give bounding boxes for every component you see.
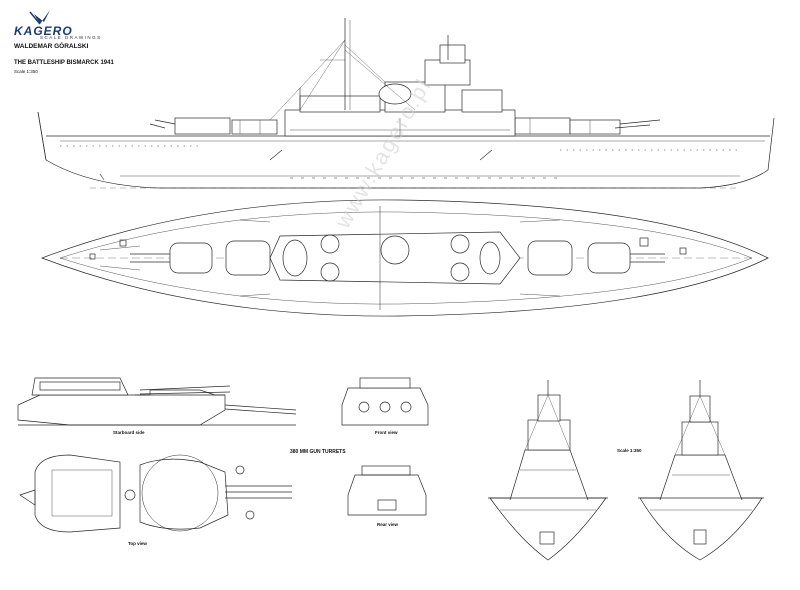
section-scale-label: Scale 1:350: [617, 448, 642, 453]
bow-front-view: [488, 380, 608, 561]
side-profile-view: [37, 18, 775, 189]
gun-turrets-title: 380 MM GUN TURRETS: [290, 449, 346, 455]
front-view-label: Front view: [375, 430, 398, 435]
starboard-side-label: Starboard side: [113, 430, 145, 435]
turret-starboard-side: [17, 377, 297, 426]
kagero-logo-icon: [29, 10, 50, 25]
turret-rear-view: [347, 465, 427, 516]
brand-name: KAGERO: [14, 24, 73, 38]
drawing-title: THE BATTLESHIP BISMARCK 1941: [14, 60, 114, 66]
top-view-label: Top view: [128, 541, 147, 546]
turret-top-view: [19, 454, 292, 533]
brand-tagline: SCALE DRAWINGS: [40, 35, 102, 40]
top-plan-view: [41, 199, 769, 317]
rear-view-label: Rear view: [377, 522, 399, 527]
main-scale-label: Scale 1:350: [14, 69, 38, 74]
author-name: WALDEMAR GÓRALSKI: [14, 43, 89, 50]
turret-front-view: [341, 377, 429, 426]
stern-rear-view: [638, 380, 764, 561]
